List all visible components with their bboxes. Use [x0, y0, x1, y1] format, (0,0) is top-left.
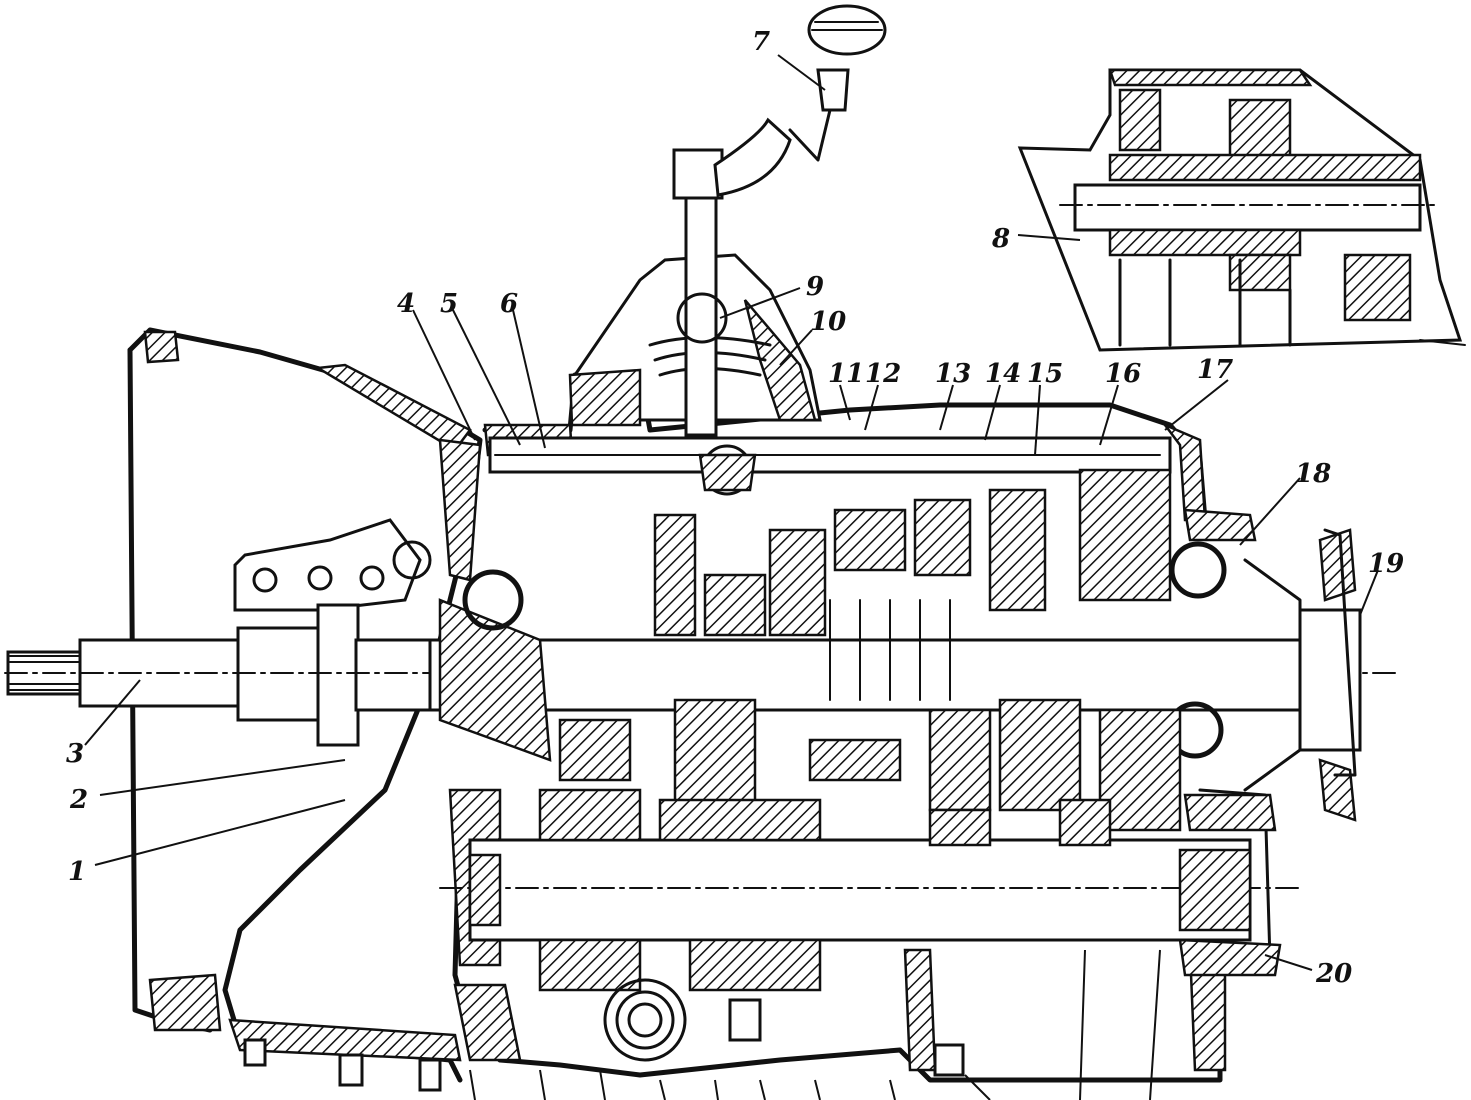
callout-8: 8	[991, 224, 1010, 254]
callout-1: 1	[68, 857, 86, 887]
callout-numbers: 1 2 3 4 5 6 7 8 9 10 11 12 13 14 15 16 1…	[66, 27, 1404, 989]
output-flange	[1243, 528, 1357, 822]
callout-20: 20	[1315, 959, 1352, 989]
callout-6: 6	[500, 289, 518, 319]
callout-17: 17	[1197, 355, 1233, 385]
callout-9: 9	[806, 272, 824, 302]
callout-14: 14	[985, 359, 1021, 389]
callout-2: 2	[69, 785, 88, 815]
callout-10: 10	[810, 307, 846, 337]
callout-4: 4	[397, 289, 415, 319]
leader-lines	[84, 54, 1379, 1100]
shifter-tower	[568, 4, 887, 437]
bottom-bolts	[243, 1038, 442, 1092]
inset-detail	[1017, 68, 1466, 352]
callout-12: 12	[865, 359, 901, 389]
callout-16: 16	[1105, 359, 1141, 389]
callout-3: 3	[66, 739, 84, 769]
callout-19: 19	[1368, 549, 1404, 579]
input-shaft	[4, 603, 1401, 747]
callout-5: 5	[440, 289, 458, 319]
callout-13: 13	[935, 359, 971, 389]
callout-15: 15	[1027, 359, 1063, 389]
callout-11: 11	[828, 359, 864, 389]
counter-shaft	[439, 788, 1301, 1077]
callout-7: 7	[752, 27, 770, 57]
callout-18: 18	[1295, 459, 1331, 489]
release-fork-bracket	[233, 518, 432, 612]
shift-rail	[488, 436, 1172, 496]
